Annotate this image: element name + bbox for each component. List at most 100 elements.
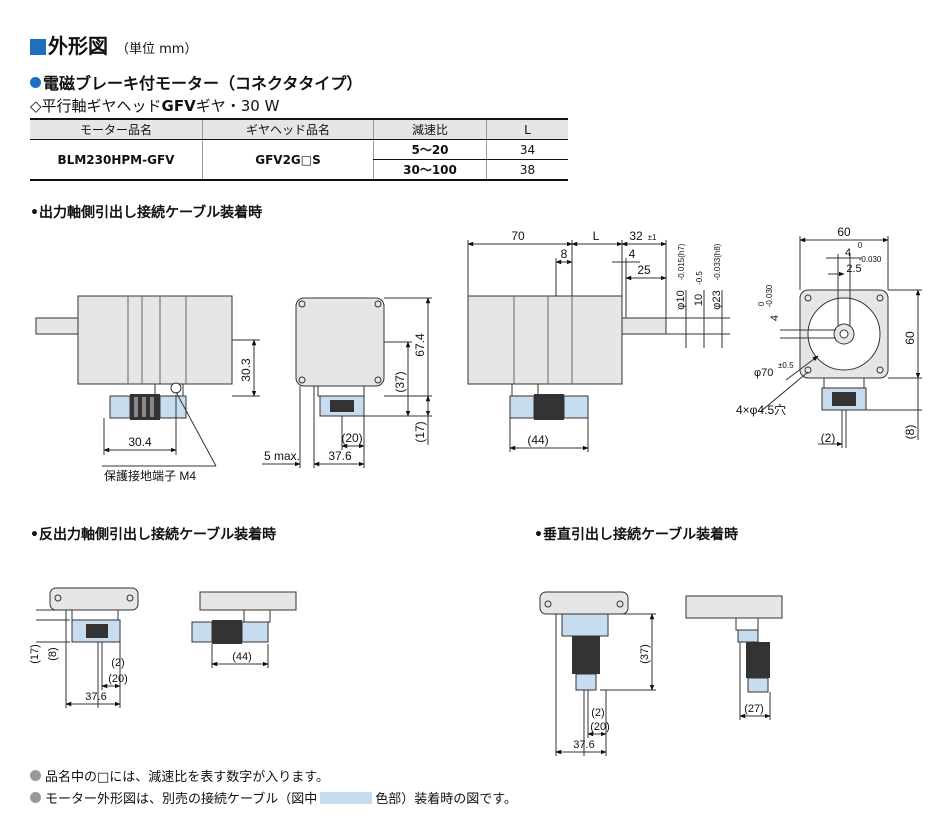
dim-4-top-zero: 0 bbox=[858, 241, 863, 250]
dim-70: 70 bbox=[511, 229, 525, 243]
dim-37: (37) bbox=[393, 371, 407, 392]
dim-37-6: 37.6 bbox=[328, 449, 352, 463]
dim-17: (17) bbox=[29, 644, 41, 664]
dim-4-left: 4 bbox=[769, 315, 781, 321]
cable-color-swatch bbox=[320, 791, 373, 804]
dim-44: (44) bbox=[527, 433, 548, 447]
dim-27: (27) bbox=[744, 703, 764, 715]
subtitle-motor: 電磁ブレーキ付モーター（コネクタタイプ） bbox=[30, 70, 362, 94]
anti-output-end-view: (17) (8) (2) (20) 37.6 bbox=[29, 587, 139, 708]
section-anti-output-side: •反出力軸側引出し接続ケーブル装着時 bbox=[30, 527, 277, 543]
cable-connector bbox=[109, 394, 187, 420]
cable-connector bbox=[572, 636, 600, 674]
dim-17: (17) bbox=[413, 421, 427, 442]
dim-32: 32 bbox=[629, 229, 643, 243]
motor-body bbox=[77, 295, 233, 385]
dim-4-left-zero: 0 bbox=[757, 301, 766, 306]
col-header-gearhead: ギヤヘッド品名 bbox=[202, 118, 374, 140]
dim-2: (2) bbox=[821, 431, 836, 445]
dim-2: (2) bbox=[591, 707, 604, 719]
dim-phi10-tol: -0.015(h7) bbox=[677, 243, 686, 280]
dim-phi10: φ10 bbox=[675, 290, 687, 309]
bullet-icon bbox=[30, 792, 41, 803]
anti-output-side-view: (44) bbox=[191, 591, 297, 668]
motor-body bbox=[467, 295, 623, 385]
cable-connector bbox=[191, 620, 269, 644]
dim-2: (2) bbox=[111, 657, 124, 669]
dim-60-top: 60 bbox=[837, 225, 851, 239]
note-2-text-b: 色部）装着時の図です。 bbox=[375, 792, 517, 807]
dim-8: 8 bbox=[561, 247, 568, 261]
col-header-motor: モーター品名 bbox=[30, 118, 203, 140]
dim-30-4: 30.4 bbox=[128, 435, 152, 449]
dim-phi23-tol: -0.033(h8) bbox=[713, 243, 722, 280]
note-1-text: 品名中の□には、減速比を表す数字が入ります。 bbox=[45, 770, 329, 785]
shaft bbox=[35, 317, 79, 335]
vertical-side-view: (27) bbox=[685, 595, 783, 720]
dim-30-3: 30.3 bbox=[239, 358, 253, 382]
col-header-ratio: 減速比 bbox=[373, 118, 487, 140]
dim-20: (20) bbox=[341, 431, 362, 445]
dim-25: 25 bbox=[637, 263, 651, 277]
dim-L: L bbox=[593, 229, 600, 243]
cell-gearhead: GFV2G□S bbox=[202, 139, 374, 181]
dim-4-top-tol: -0.030 bbox=[859, 255, 882, 264]
dim-4-top: 4 bbox=[845, 247, 851, 259]
dim-37-6: 37.6 bbox=[573, 739, 594, 751]
note-2-text-a: モーター外形図は、別売の接続ケーブル（図中 bbox=[45, 792, 318, 807]
unit-label: （単位 mm） bbox=[116, 42, 198, 57]
dim-60-right: 60 bbox=[903, 331, 917, 345]
dim-phi23: φ23 bbox=[711, 290, 723, 309]
side-view-output: 30.3 30.4 保護接地端子 M4 bbox=[35, 295, 260, 483]
dim-8p: (8) bbox=[903, 425, 917, 440]
dim-37-6: 37.6 bbox=[85, 691, 106, 703]
end-view-output: (37) 67.4 (17) (20) 37.6 5 max. bbox=[262, 297, 432, 468]
bullet-icon bbox=[30, 770, 41, 781]
square-icon bbox=[30, 39, 46, 55]
ground-terminal-label: 保護接地端子 M4 bbox=[104, 468, 196, 483]
dim-phi70: φ70 bbox=[754, 367, 773, 379]
dim-44: (44) bbox=[232, 651, 252, 663]
cell-ratio: 30～100 bbox=[373, 159, 487, 181]
subtitle-gear-bold: GFV bbox=[161, 96, 196, 115]
front-view-gearhead: 60 4 -0.030 0 2.5 4 -0.030 0 60 (8) φ70 … bbox=[736, 225, 922, 448]
dim-5max: 5 max. bbox=[264, 449, 300, 463]
dim-32-tol: ±1 bbox=[648, 233, 657, 242]
dim-37: (37) bbox=[639, 644, 651, 664]
dim-10-tol: -0.5 bbox=[695, 271, 704, 285]
section-output-side: •出力軸側引出し接続ケーブル装着時 bbox=[30, 205, 263, 221]
section-vertical: •垂直引出し接続ケーブル装着時 bbox=[534, 527, 739, 543]
cell-motor: BLM230HPM-GFV bbox=[30, 139, 203, 181]
note-1: 品名中の□には、減速比を表す数字が入ります。 bbox=[30, 766, 329, 785]
dim-phi70-tol: ±0.5 bbox=[778, 361, 794, 370]
shaft bbox=[621, 317, 667, 335]
dim-8p: (8) bbox=[47, 647, 59, 660]
header: 外形図 （単位 mm） bbox=[30, 30, 197, 59]
motor-flange bbox=[295, 297, 385, 387]
page-title: 外形図 bbox=[48, 34, 108, 58]
vertical-end-view: (37) (2) (20) 37.6 bbox=[539, 591, 656, 756]
bullet-icon bbox=[30, 76, 41, 88]
cell-L: 34 bbox=[486, 139, 568, 160]
subtitle-gear-suffix: ギヤ・30 W bbox=[195, 97, 280, 115]
dim-2-5: 2.5 bbox=[846, 263, 861, 275]
dim-10: 10 bbox=[693, 294, 705, 306]
subtitle-motor-text: 電磁ブレーキ付モーター（コネクタタイプ） bbox=[43, 74, 363, 93]
side-view-gearhead: 70 L 32 ±1 8 4 25 φ10 -0.015(h7) 10 -0.5… bbox=[467, 229, 730, 452]
dim-4-shaft: 4 bbox=[629, 247, 636, 261]
cell-ratio: 5～20 bbox=[373, 139, 487, 160]
dim-4-left-tol: -0.030 bbox=[765, 284, 774, 307]
cable-connector bbox=[509, 394, 589, 420]
dim-20: (20) bbox=[108, 673, 128, 685]
spec-table: モーター品名 ギヤヘッド品名 減速比 L BLM230HPM-GFV GFV2G… bbox=[30, 118, 568, 181]
dim-20: (20) bbox=[590, 721, 610, 733]
cable-connector bbox=[746, 642, 770, 678]
subtitle-gear-prefix: ◇平行軸ギヤヘッド bbox=[30, 97, 162, 115]
col-header-L: L bbox=[486, 118, 568, 140]
ground-screw-icon bbox=[170, 382, 182, 394]
note-2: モーター外形図は、別売の接続ケーブル（図中 色部）装着時の図です。 bbox=[30, 788, 517, 807]
dim-holes: 4×φ4.5穴 bbox=[736, 402, 786, 417]
cell-L: 38 bbox=[486, 159, 568, 181]
